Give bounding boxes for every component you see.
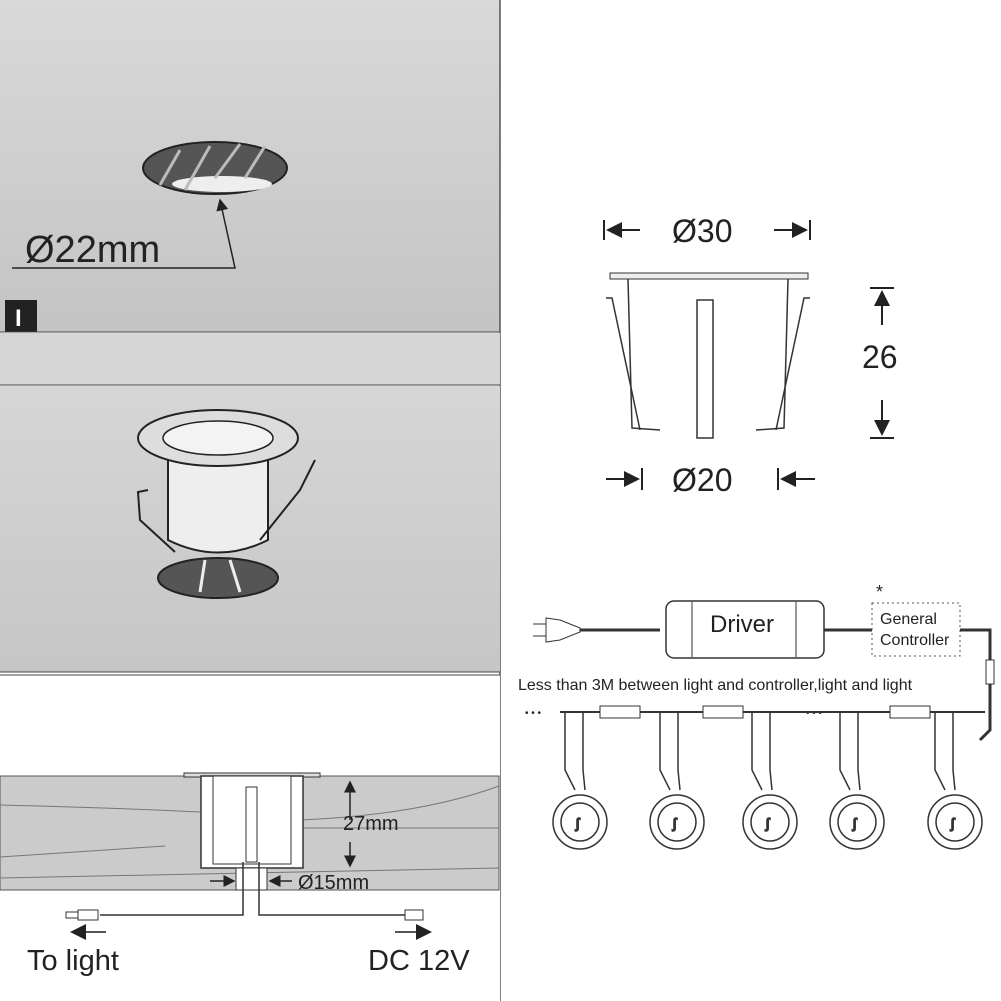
svg-text:ʃ: ʃ: [950, 815, 956, 831]
depth-label: 27mm: [343, 813, 399, 835]
svg-text:ʃ: ʃ: [765, 815, 771, 831]
wiring-diagram: Driver * General Controller Less than 3M…: [518, 582, 995, 850]
step-marker: [5, 300, 37, 332]
top-diameter-label: Ø30: [672, 213, 732, 249]
ellipsis-left: • • •: [525, 708, 542, 719]
dimension-drawing: Ø30 26 Ø20: [603, 213, 898, 498]
power-label: DC 12V: [368, 945, 470, 977]
light-3: ʃ: [742, 794, 798, 850]
step-marker-label: I: [15, 305, 22, 332]
svg-text:ʃ: ʃ: [852, 815, 858, 831]
to-light-label: To light: [27, 945, 119, 977]
svg-text:ʃ: ʃ: [672, 815, 678, 831]
step1-panel: Ø22mm I: [0, 0, 501, 1001]
distance-note: Less than 3M between light and controlle…: [518, 677, 913, 694]
controller-label-line1: General: [880, 611, 937, 628]
hole-diameter-label: Ø22mm: [25, 229, 160, 271]
install-section: 27mm Ø15mm To light DC 12V: [0, 674, 500, 1001]
light-body: [167, 444, 269, 554]
controller-label-line2: Controller: [880, 632, 950, 649]
light-4: ʃ: [829, 794, 885, 850]
height-label: 26: [862, 339, 898, 375]
driver-label: Driver: [710, 611, 774, 638]
lights-row: [564, 712, 956, 791]
light-2: ʃ: [649, 794, 705, 850]
controller-box: [871, 602, 961, 657]
svg-text:ʃ: ʃ: [575, 815, 581, 831]
step2-panel: [0, 386, 500, 673]
ellipsis-middle: • • •: [806, 708, 823, 719]
light-1: ʃ: [552, 794, 608, 850]
hole-diameter-small-label: Ø15mm: [298, 872, 369, 894]
controller-note-marker: *: [876, 582, 883, 602]
plug-icon: [533, 617, 581, 643]
bottom-diameter-label: Ø20: [672, 462, 732, 498]
connectors: [599, 705, 931, 719]
light-5: ʃ: [927, 794, 983, 850]
divider-band: [0, 333, 500, 385]
drilled-hole: [142, 141, 288, 195]
